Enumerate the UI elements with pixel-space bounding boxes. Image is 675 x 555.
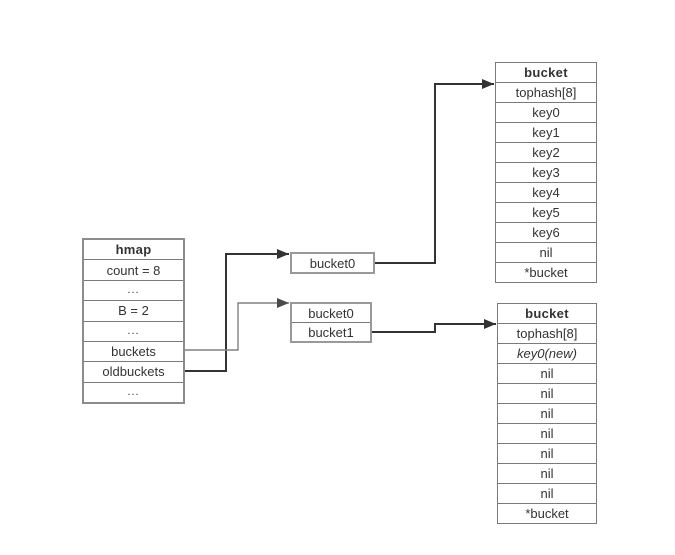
new-bucket-row-key0new: key0(new) [498, 343, 596, 363]
old-bucket-row-key5: key5 [496, 202, 596, 222]
new-bucket-title: bucket [525, 306, 569, 321]
old-bucket-row-key1: key1 [496, 122, 596, 142]
new-bucket-row-nil-6: nil [498, 463, 596, 483]
new-bucket-row-nil-3: nil [498, 403, 596, 423]
hmap-title: hmap [115, 242, 152, 258]
new-bucket-array: bucket0 bucket1 [290, 302, 372, 343]
hmap-row-ellipsis-2: ... [84, 320, 183, 341]
old-bucket-row-key0: key0 [496, 102, 596, 122]
hmap-row-b: B = 2 [84, 300, 183, 320]
old-bucket-row-tophash: tophash[8] [496, 82, 596, 102]
hmap-row-buckets: buckets [84, 340, 183, 361]
old-bucket-row-key2: key2 [496, 142, 596, 162]
new-bucket-row-nil-2: nil [498, 383, 596, 403]
new-bucket-row-nil-5: nil [498, 443, 596, 463]
new-bucket-row-nil-4: nil [498, 423, 596, 443]
old-bucket-row-overflow: *bucket [496, 262, 596, 282]
hmap-table: hmap count = 8 ... B = 2 ... buckets old… [82, 238, 185, 404]
arrow-oldbuckets-to-old-array [185, 249, 289, 372]
old-bucket-row-nil: nil [496, 242, 596, 262]
new-array-cell-bucket0: bucket0 [308, 305, 354, 321]
new-bucket-row-nil-1: nil [498, 363, 596, 383]
old-bucket-row-key3: key3 [496, 162, 596, 182]
hmap-row-ellipsis-1: ... [84, 279, 183, 300]
arrow-old-array-to-old-bucket [375, 79, 494, 264]
new-bucket-row-overflow: *bucket [498, 503, 596, 523]
new-bucket-row-tophash: tophash[8] [498, 323, 596, 343]
arrow-buckets-to-new-array [185, 298, 289, 351]
old-array-cell-bucket0: bucket0 [309, 255, 356, 271]
new-array-cell-bucket1: bucket1 [292, 322, 370, 341]
old-bucket-row-key6: key6 [496, 222, 596, 242]
hmap-row-count: count = 8 [84, 259, 183, 279]
arrow-bucket1-to-new-bucket [372, 319, 496, 333]
old-bucket-table: bucket tophash[8] key0 key1 key2 key3 ke… [495, 62, 597, 283]
hmap-row-ellipsis-3: ... [84, 381, 183, 402]
old-bucket-row-key4: key4 [496, 182, 596, 202]
old-bucket-title: bucket [524, 65, 568, 80]
hmap-row-oldbuckets: oldbuckets [84, 361, 183, 381]
new-bucket-row-nil-7: nil [498, 483, 596, 503]
new-bucket-table: bucket tophash[8] key0(new) nil nil nil … [497, 303, 597, 524]
old-bucket-array: bucket0 [290, 252, 375, 274]
